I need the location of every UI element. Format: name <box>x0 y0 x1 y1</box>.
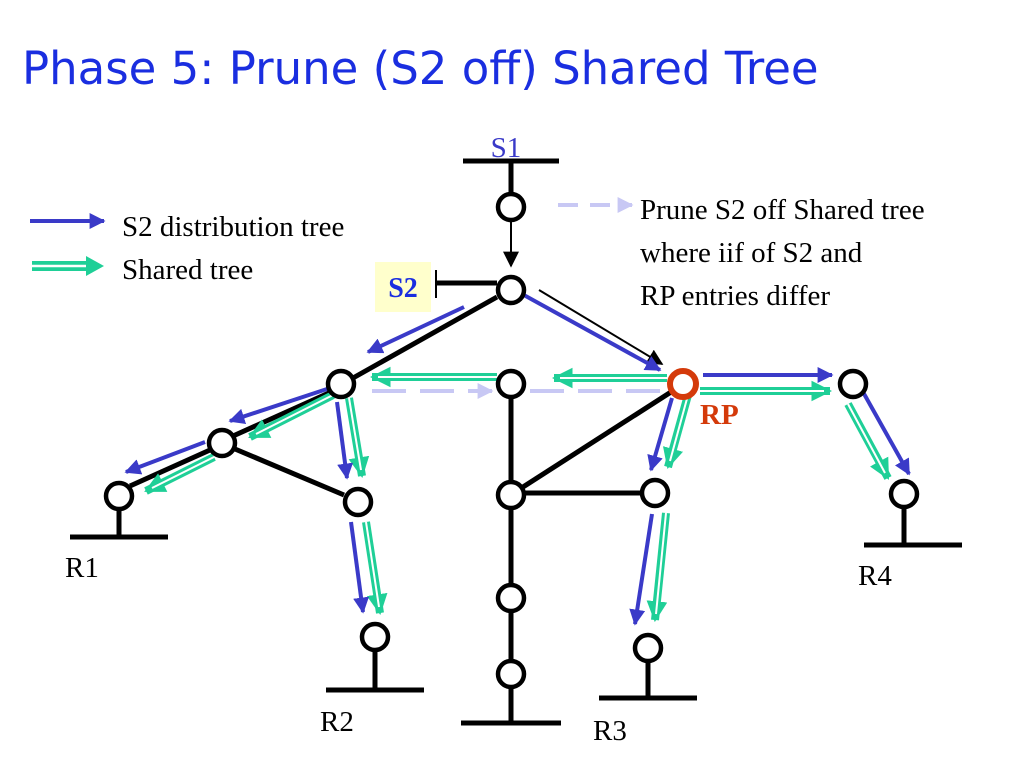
s2-n4-n5 <box>124 440 206 475</box>
legend-shared-tree-arrow <box>32 256 104 276</box>
s2-n9-n11 <box>629 513 654 626</box>
link-n4-n6 <box>234 446 345 498</box>
router-n11 <box>632 632 664 664</box>
router-n12 <box>495 582 527 614</box>
page-title: Phase 5: Prune (S2 off) Shared Tree <box>22 42 819 95</box>
router-n4 <box>206 427 238 459</box>
s2-n2-n3 <box>366 305 465 354</box>
s2-n2-rp <box>521 292 662 372</box>
router-n6 <box>342 486 374 518</box>
s2-n3-n4 <box>228 387 328 425</box>
rp-router <box>667 368 699 400</box>
legend-shared-tree-label: Shared tree <box>122 254 253 286</box>
rp-label: RP <box>700 399 739 431</box>
router-n5 <box>103 480 135 512</box>
router-n2 <box>495 274 527 306</box>
router-n7 <box>495 368 527 400</box>
router-n8 <box>495 479 527 511</box>
shared-n9-n11 <box>646 512 670 623</box>
s2-n6-n10 <box>349 521 370 614</box>
shared-n4-n5 <box>144 453 216 495</box>
link-rp-n8 <box>521 389 673 490</box>
s2-rp-n9 <box>647 397 674 472</box>
legend-s2-tree-label: S2 distribution tree <box>122 211 344 243</box>
r3-label: R3 <box>593 715 627 747</box>
router-n13 <box>495 658 527 690</box>
annotation-line-2: where iif of S2 and <box>640 237 863 269</box>
annotation-line-1: Prune S2 off Shared tree <box>640 194 925 226</box>
router-n15 <box>888 478 920 510</box>
shared-tree <box>144 366 892 623</box>
shared-rp-n9 <box>662 393 692 470</box>
prune-annotation: Prune S2 off Shared tree where iif of S2… <box>640 194 925 312</box>
s2-n14-n15 <box>861 391 911 476</box>
s1-label: S1 <box>491 132 522 164</box>
s2-n3-n6 <box>335 401 354 480</box>
shared-n3-n4 <box>248 391 335 441</box>
shared-n6-n10 <box>362 521 388 616</box>
s2-distribution-tree <box>124 292 911 626</box>
link-n4-n5 <box>128 447 212 489</box>
router-n14 <box>837 368 869 400</box>
r1-label: R1 <box>65 552 99 584</box>
router-n3 <box>325 368 357 400</box>
router-n1 <box>495 191 527 223</box>
routers <box>103 191 920 690</box>
shared-n14-n15 <box>844 402 892 480</box>
link-n2-rp-arrow <box>538 289 664 365</box>
link-n2-n3 <box>351 294 499 381</box>
s2-box <box>375 262 431 312</box>
r2-label: R2 <box>320 706 354 738</box>
router-n9 <box>639 477 671 509</box>
router-n10 <box>359 621 391 653</box>
annotation-line-3: RP entries differ <box>640 280 830 312</box>
shared-n3-n6 <box>345 397 370 479</box>
topology-links <box>70 158 962 726</box>
r4-label: R4 <box>858 560 892 592</box>
legend: S2 distribution tree Shared tree <box>30 211 344 286</box>
s2-label: S2 <box>388 273 418 304</box>
